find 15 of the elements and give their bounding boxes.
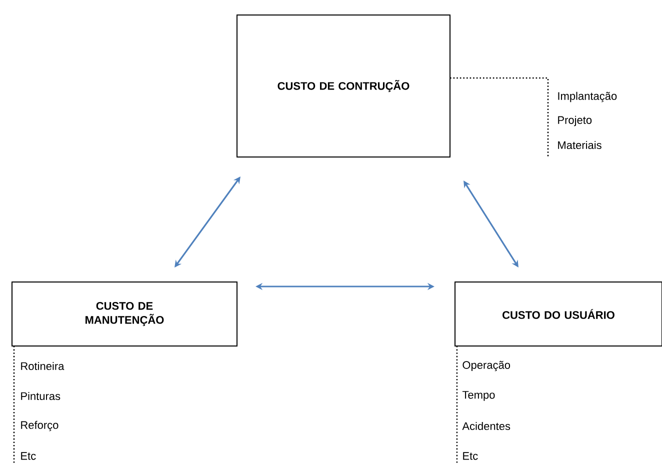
list-item: Etc (21, 452, 36, 460)
list-item: Tempo (462, 391, 495, 401)
cost-box: CUSTO DE CONTRUÇÃO (236, 14, 450, 158)
list-item: Materiais (558, 140, 602, 150)
list-item: Etc (463, 452, 478, 460)
list-item: Rotineira (21, 362, 64, 370)
list-item: Projeto (558, 116, 592, 126)
list-item: Pinturas (21, 392, 60, 400)
cost-box: CUSTO DE MANUTENÇÃO (12, 282, 238, 346)
list-item: Acidentes (462, 422, 510, 430)
cost-box: CUSTO DO USUÁRIO (454, 282, 662, 346)
list-item: Implantação (558, 92, 617, 102)
list-item: Reforço (21, 420, 58, 432)
double-arrow (174, 176, 240, 268)
list-item: Operação (462, 360, 510, 372)
